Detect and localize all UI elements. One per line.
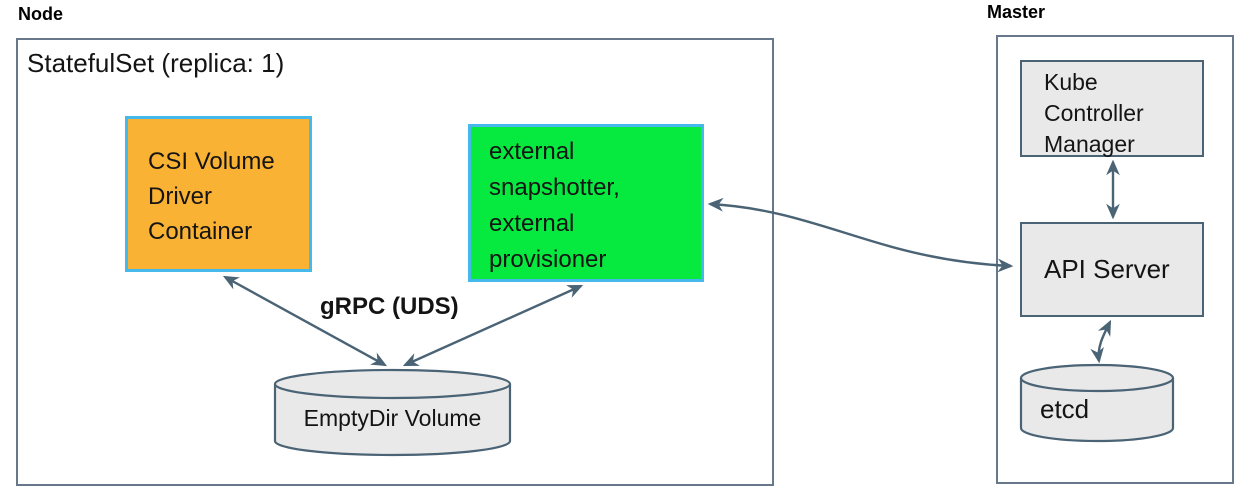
kube-controller-manager-box: Kube Controller Manager	[1020, 60, 1204, 157]
statefulset-label: StatefulSet (replica: 1)	[27, 48, 285, 78]
api-server-label: API Server	[1044, 254, 1170, 284]
etcd-label: etcd	[1040, 394, 1090, 424]
external-snapshotter-provisioner-label: external snapshotter, external provision…	[489, 138, 620, 273]
kube-controller-manager-label: Kube Controller Manager	[1044, 69, 1144, 157]
grpc-uds-label: gRPC (UDS)	[320, 293, 459, 320]
node-group-title: Node	[18, 4, 63, 24]
emptydir-volume-label: EmptyDir Volume	[303, 405, 482, 431]
master-group-title: Master	[987, 2, 1046, 22]
external-snapshotter-provisioner-box: external snapshotter, external provision…	[468, 124, 704, 282]
api-server-box: API Server	[1020, 222, 1204, 317]
csi-volume-driver-container-box: CSI Volume Driver Container	[125, 116, 312, 272]
csi-volume-driver-container-label: CSI Volume Driver Container	[148, 148, 275, 245]
